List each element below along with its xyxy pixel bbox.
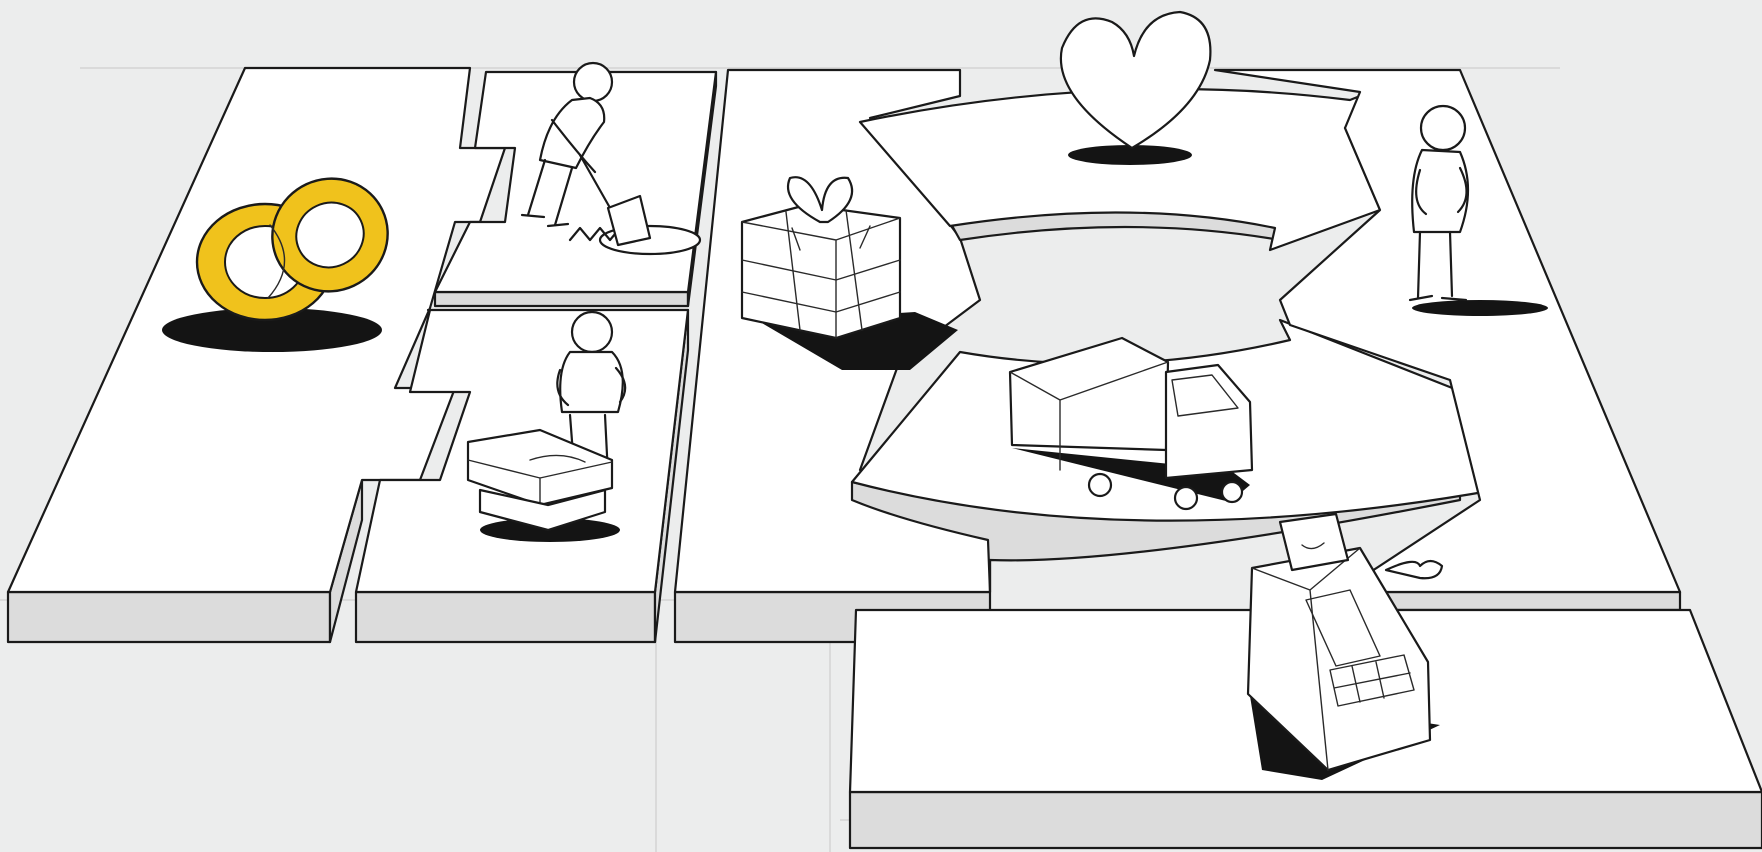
canvas-sketch [0,0,1762,852]
business-model-canvas-illustration [0,0,1762,852]
